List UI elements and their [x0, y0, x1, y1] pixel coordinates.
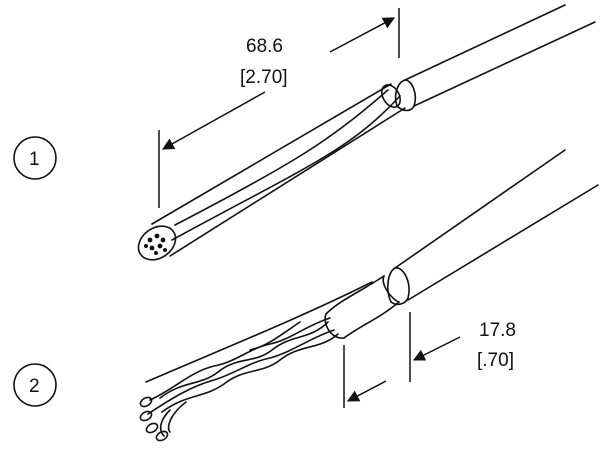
dimension-1-metric: 68.6: [246, 36, 283, 57]
jacket-1-bottom-line: [413, 21, 596, 107]
shield-2-top: [325, 275, 385, 315]
pair-2-g: [167, 401, 187, 433]
jacket-1-top-line: [404, 4, 566, 81]
jacket-2-top-line: [394, 149, 566, 269]
step-2-cable-illustration: [139, 149, 599, 442]
jacket-2-bottom-line: [407, 184, 599, 301]
pair-2-b: [147, 329, 335, 415]
pair-2-e: [249, 321, 301, 351]
conductor-1-top-line: [151, 83, 392, 225]
dimension-1-imperial: [2.70]: [240, 67, 288, 88]
pair-2-f: [159, 409, 171, 437]
shield-2-step: [382, 275, 400, 303]
shield-2-end: [324, 313, 345, 339]
conductor-1-bottom-line: [169, 107, 406, 257]
pair-2-c: [159, 321, 329, 399]
step-2-number: 2: [29, 376, 40, 397]
drain-wire-2: [145, 281, 373, 383]
step-2-circle: [13, 363, 57, 407]
wire-end-2: [139, 410, 153, 422]
dimension-2-arrow-left: [346, 380, 387, 402]
dimension-2-imperial: [.70]: [477, 350, 514, 371]
dimension-2-markers: [343, 312, 461, 408]
step-1-circle: [13, 136, 57, 180]
wire-end-3: [145, 422, 159, 434]
dimension-1-arrow-left: [161, 91, 266, 150]
conductor-1-step: [381, 84, 401, 108]
step-1-cable-illustration: [137, 4, 596, 261]
conductor-1-twist-a: [174, 89, 389, 226]
pair-2-a: [149, 317, 331, 401]
jacket-2-edge: [386, 267, 396, 303]
pair-2-d: [161, 333, 339, 413]
step-1-number: 1: [29, 149, 40, 170]
dimension-1-arrow-right: [329, 17, 396, 53]
conductor-1-twist-b: [171, 95, 401, 241]
shield-2-bottom: [343, 301, 400, 339]
wire-end-4: [155, 430, 169, 442]
conductor-1-cut-end: [137, 225, 177, 261]
dimension-2-arrow-right: [412, 336, 461, 361]
wire-end-1: [139, 396, 153, 408]
conductor-1-strands: [144, 233, 167, 255]
dimension-1-markers: [158, 8, 400, 208]
dimension-2-metric: 17.8: [479, 320, 516, 341]
